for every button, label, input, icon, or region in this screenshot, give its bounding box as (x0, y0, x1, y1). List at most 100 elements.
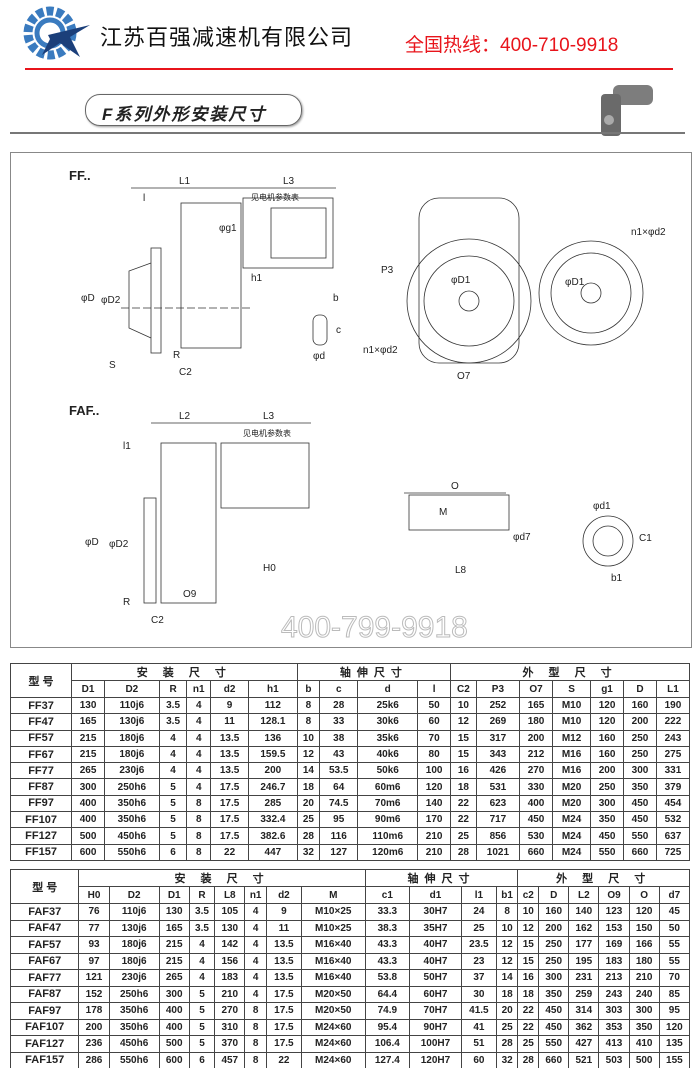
value-cell: 4 (244, 952, 267, 970)
model-cell: FF47 (9, 713, 73, 731)
value-cell: 160 (538, 903, 570, 921)
value-cell: 162 (568, 919, 600, 937)
value-cell: 332.4 (248, 811, 298, 829)
value-cell: 14 (296, 762, 321, 780)
value-cell: 32 (296, 843, 321, 861)
value-cell: M10 (551, 713, 592, 731)
value-cell: 130j6 (108, 919, 160, 937)
value-cell: 331 (655, 762, 691, 780)
value-cell: 265 (158, 969, 190, 987)
value-cell: 210 (417, 843, 452, 861)
value-cell: 17.5 (210, 778, 250, 796)
company-logo (23, 6, 90, 60)
value-cell: 303 (598, 1002, 630, 1020)
value-cell: 165 (158, 919, 190, 937)
value-cell: 382.6 (248, 827, 298, 845)
value-cell: 5 (158, 811, 188, 829)
value-cell: 11 (210, 713, 250, 731)
value-cell: 1021 (475, 843, 521, 861)
value-cell: 250 (590, 778, 625, 796)
column-header: O7 (519, 680, 553, 698)
value-cell: 4 (186, 696, 212, 715)
value-cell: 15 (517, 936, 540, 954)
value-cell: 3.5 (188, 919, 216, 937)
value-cell: 200 (538, 919, 570, 937)
column-header: b (296, 680, 321, 698)
value-cell: 4 (244, 985, 267, 1003)
value-cell: 400 (519, 794, 553, 813)
value-cell: 210 (417, 827, 452, 845)
value-cell: 9 (210, 696, 250, 715)
column-header: d2 (265, 886, 302, 904)
value-cell: 4 (244, 919, 267, 937)
value-cell: 23.5 (460, 936, 497, 954)
value-cell: 120H7 (409, 1051, 462, 1068)
value-cell: 127.4 (364, 1051, 411, 1068)
dim-l1: l1 (123, 441, 131, 452)
dim-O9: O9 (183, 589, 197, 600)
value-cell: 32 (495, 1051, 519, 1068)
value-cell: 180j6 (108, 936, 160, 954)
hotline: 全国热线：400-710-9918 (405, 35, 619, 56)
value-cell: 15 (450, 745, 477, 764)
value-cell: 270 (214, 1002, 246, 1020)
column-header: n1 (186, 680, 212, 698)
value-cell: 90H7 (409, 1018, 462, 1036)
column-header: L1 (655, 680, 691, 698)
value-cell: 9 (265, 903, 302, 921)
value-cell: 28 (495, 1035, 519, 1053)
value-cell: 150 (628, 919, 660, 937)
gearbox-product-image (601, 85, 653, 136)
value-cell: 450 (538, 1002, 570, 1020)
value-cell: 8 (244, 1018, 267, 1036)
value-cell: 200 (248, 762, 298, 780)
value-cell: 400 (71, 811, 106, 829)
value-cell: 70 (658, 969, 691, 987)
value-cell: 22 (210, 843, 250, 861)
value-cell: 426 (475, 762, 521, 780)
value-cell: 410 (628, 1035, 660, 1053)
value-cell: 70H7 (409, 1002, 462, 1020)
value-cell: 4 (186, 778, 212, 796)
value-cell: 38.3 (364, 919, 411, 937)
value-cell: 43 (319, 745, 359, 764)
value-cell: 112 (248, 696, 298, 715)
value-cell: 160 (590, 745, 625, 764)
value-cell: 64 (319, 778, 359, 796)
value-cell: 300 (71, 778, 106, 796)
value-cell: 246.7 (248, 778, 298, 796)
dim-c: c (336, 325, 341, 336)
model-cell: FF97 (9, 794, 73, 813)
column-header: D2 (108, 886, 160, 904)
value-cell: 130 (158, 903, 190, 921)
column-header: c (319, 680, 359, 698)
value-cell: 53.8 (364, 969, 411, 987)
value-cell: M24×60 (300, 1018, 366, 1036)
value-cell: 74.5 (319, 794, 359, 813)
value-cell: 454 (655, 794, 691, 813)
value-cell: 12 (495, 952, 519, 970)
model-cell: FF107 (9, 811, 73, 829)
value-cell: 165 (519, 696, 553, 715)
value-cell: 13.5 (210, 745, 250, 764)
value-cell: 8 (296, 713, 321, 731)
value-cell: 8 (244, 1002, 267, 1020)
value-cell: 51 (460, 1035, 497, 1053)
company-name: 江苏百强减速机有限公司 (100, 25, 354, 50)
value-cell: M12 (551, 729, 592, 747)
value-cell: 60 (417, 713, 452, 731)
value-cell: 166 (628, 936, 660, 954)
value-cell: 427 (568, 1035, 600, 1053)
dim-d7: φd7 (513, 532, 531, 543)
value-cell: 330 (519, 778, 553, 796)
value-cell: 12 (495, 936, 519, 954)
value-cell: 153 (598, 919, 630, 937)
value-cell: 97 (78, 952, 110, 970)
value-cell: 10 (495, 919, 519, 937)
value-cell: 130 (71, 696, 106, 715)
value-cell: 183 (214, 969, 246, 987)
value-cell: 550h6 (108, 1051, 160, 1068)
value-cell: M24 (551, 811, 592, 829)
value-cell: 127 (319, 843, 359, 861)
